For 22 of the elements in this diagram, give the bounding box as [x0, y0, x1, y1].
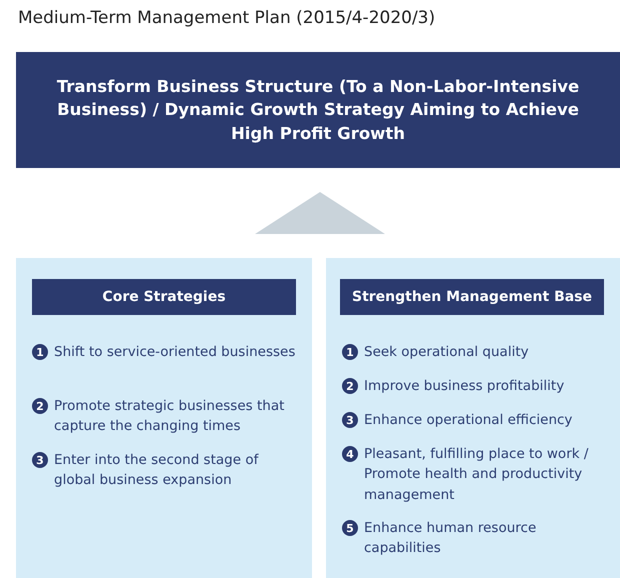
section-header: Core Strategies	[32, 279, 296, 315]
strategy-item: Enter into the second stage of global business expansion	[54, 451, 260, 490]
strategy-item: Enhance operational efficiency	[364, 411, 574, 430]
number-badge: 3	[32, 452, 48, 468]
strategy-item: Pleasant, fulfilling place to work / Promote health and productivity management	[364, 445, 590, 504]
number-badge: 1	[32, 344, 48, 360]
number-badge: 3	[342, 412, 358, 428]
strategy-item: Shift to service-oriented businesses	[54, 343, 296, 362]
number-badge: 1	[342, 344, 358, 360]
number-badge: 4	[342, 446, 358, 462]
strategy-panel	[16, 258, 312, 578]
strategy-panel	[326, 258, 620, 578]
diagram-title: Medium-Term Management Plan (2015/4-2020/3)	[18, 8, 436, 28]
strategy-item: Promote strategic businesses that capture the changing times	[54, 397, 286, 436]
number-badge: 2	[342, 378, 358, 394]
number-badge: 5	[342, 520, 358, 536]
strategy-item: Improve business profitability	[364, 377, 566, 396]
number-badge: 2	[32, 398, 48, 414]
strategy-item: Seek operational quality	[364, 343, 530, 362]
strategy-item: Enhance human resource capabilities	[364, 519, 538, 558]
section-header: Strengthen Management Base	[340, 279, 604, 315]
goal-banner: Transform Business Structure (To a Non-Labor-Intensive Business) / Dynamic Growth Strategy Aiming to Achieve High Profit Growth	[16, 52, 620, 168]
